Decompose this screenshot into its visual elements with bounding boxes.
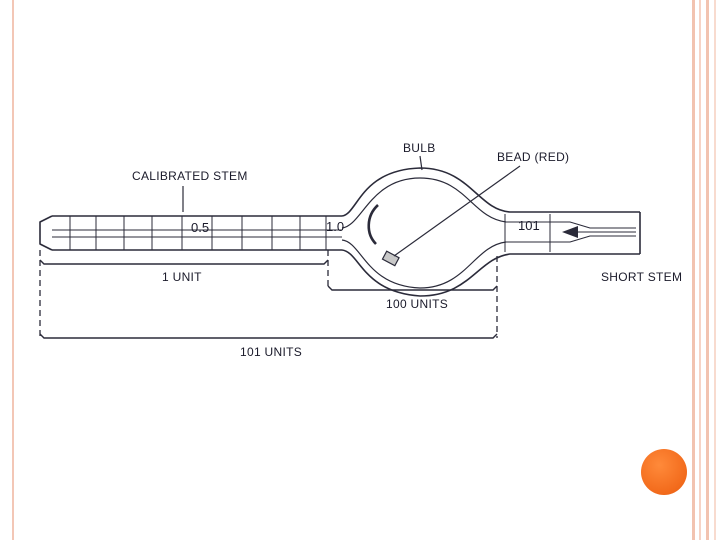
- dimension-lines: [39, 259, 498, 339]
- slide-frame-left: [0, 0, 14, 540]
- marking-hundred-one: 101: [518, 218, 540, 233]
- leader-lines: [182, 155, 521, 257]
- short-stem-arrow: [562, 226, 636, 238]
- bead-marker: [381, 250, 400, 267]
- decorative-orange-dot: [641, 449, 687, 495]
- label-short-stem: SHORT STEM: [601, 270, 682, 284]
- label-calibrated-stem: CALIBRATED STEM: [132, 169, 248, 183]
- label-hundred-units: 100 UNITS: [386, 297, 448, 311]
- marking-one: 1.0: [326, 219, 344, 234]
- label-bulb: BULB: [403, 141, 436, 155]
- dimension-brackets: [39, 250, 498, 338]
- label-one-unit: 1 UNIT: [162, 270, 202, 284]
- label-bead: BEAD (RED): [497, 150, 569, 164]
- label-hundred-one-units: 101 UNITS: [240, 345, 302, 359]
- pipette-outline: [39, 167, 641, 297]
- marking-half: 0.5: [191, 220, 209, 235]
- slide-frame-right: [690, 0, 720, 540]
- stem-graduations: [69, 214, 551, 252]
